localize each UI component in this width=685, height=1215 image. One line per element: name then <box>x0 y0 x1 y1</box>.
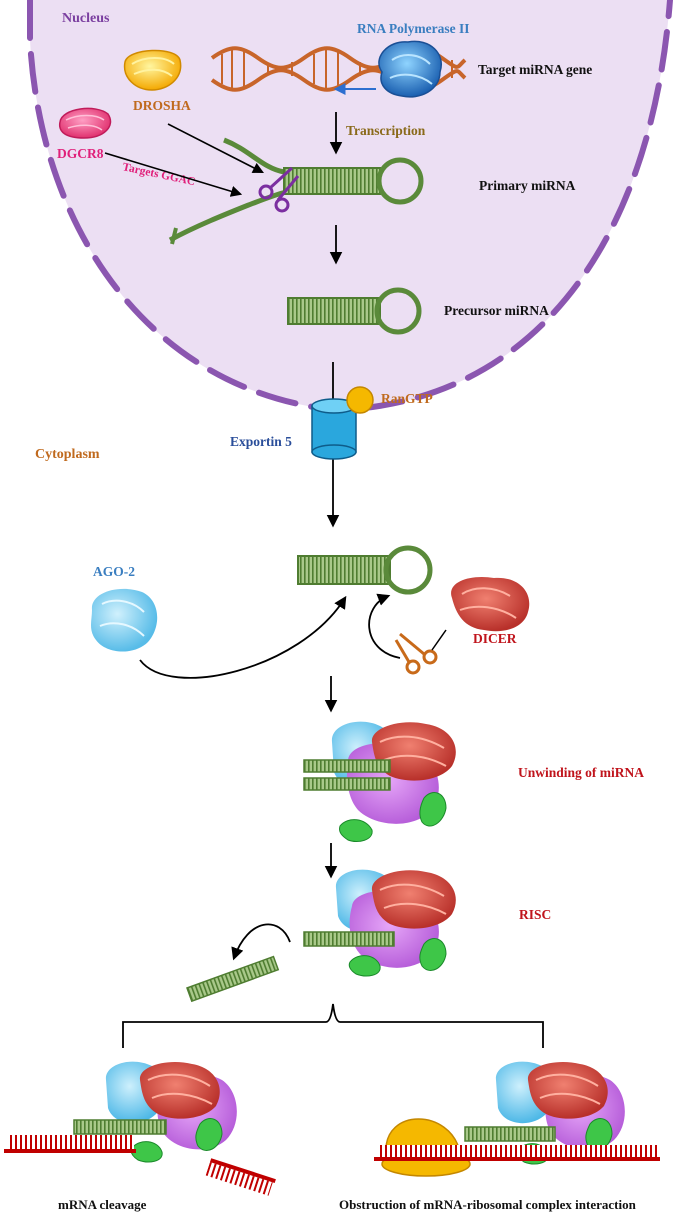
outcome-bracket <box>122 1003 544 1048</box>
primary-mirna-label: Primary miRNA <box>479 178 576 193</box>
cleavage-guide-strand <box>73 1119 167 1135</box>
dgcr8-icon <box>58 107 112 139</box>
drosha-arrow <box>167 123 264 174</box>
primary-mirna-structure <box>168 137 424 245</box>
dicer-label: DICER <box>473 631 517 646</box>
dicer-scissors-icon <box>394 629 447 675</box>
dicer-icon <box>451 576 530 632</box>
ago2-label: AGO-2 <box>93 564 135 579</box>
obstruction-guide-strand <box>464 1126 556 1142</box>
dgcr8-arrow <box>104 152 243 197</box>
unwinding-label: Unwinding of miRNA <box>518 765 644 780</box>
precursor-mirna-label: Precursor miRNA <box>444 303 549 318</box>
cytoplasm-label: Cytoplasm <box>35 447 100 462</box>
scissors-icon <box>258 166 300 213</box>
obstruction-label: Obstruction of mRNA-ribosomal complex in… <box>339 1197 637 1212</box>
ago2-arrow <box>139 595 347 679</box>
cleaved-mrna-left <box>4 1135 136 1153</box>
mirna-strand-top <box>303 759 391 773</box>
transcription-label: Transcription <box>346 123 426 138</box>
rna-polymerase-label: RNA Polymerase II <box>357 21 469 36</box>
risc-complex-icon <box>335 869 456 977</box>
ago2-icon <box>91 588 158 652</box>
target-mrna-right <box>374 1145 660 1161</box>
risc-label: RISC <box>519 907 551 922</box>
rna-polymerase-icon <box>378 40 442 98</box>
risc-guide-strand <box>303 931 395 947</box>
cleaved-mrna-right <box>205 1158 276 1196</box>
exportin5-label: Exportin 5 <box>230 434 292 449</box>
cytoplasmic-pre-mirna <box>297 545 433 595</box>
precursor-mirna-structure <box>287 287 422 335</box>
rangtp-icon <box>346 386 374 414</box>
obstruction-complex-icon <box>495 1061 625 1165</box>
passenger-release-arrow <box>231 923 291 961</box>
passenger-strand <box>186 955 280 1003</box>
drosha-label: DROSHA <box>133 98 191 113</box>
nucleus-label: Nucleus <box>62 11 110 26</box>
exportin5-icon <box>311 398 357 460</box>
dicer-arrow <box>368 593 401 659</box>
cleavage-complex-icon <box>105 1061 237 1163</box>
drosha-icon <box>123 49 182 91</box>
mirna-strand-bottom <box>303 777 391 791</box>
rangtp-label: RanGTP <box>381 391 433 406</box>
mrna-cleavage-label: mRNA cleavage <box>58 1197 147 1212</box>
target-gene-label: Target miRNA gene <box>478 62 592 77</box>
dgcr8-label: DGCR8 <box>57 146 104 161</box>
